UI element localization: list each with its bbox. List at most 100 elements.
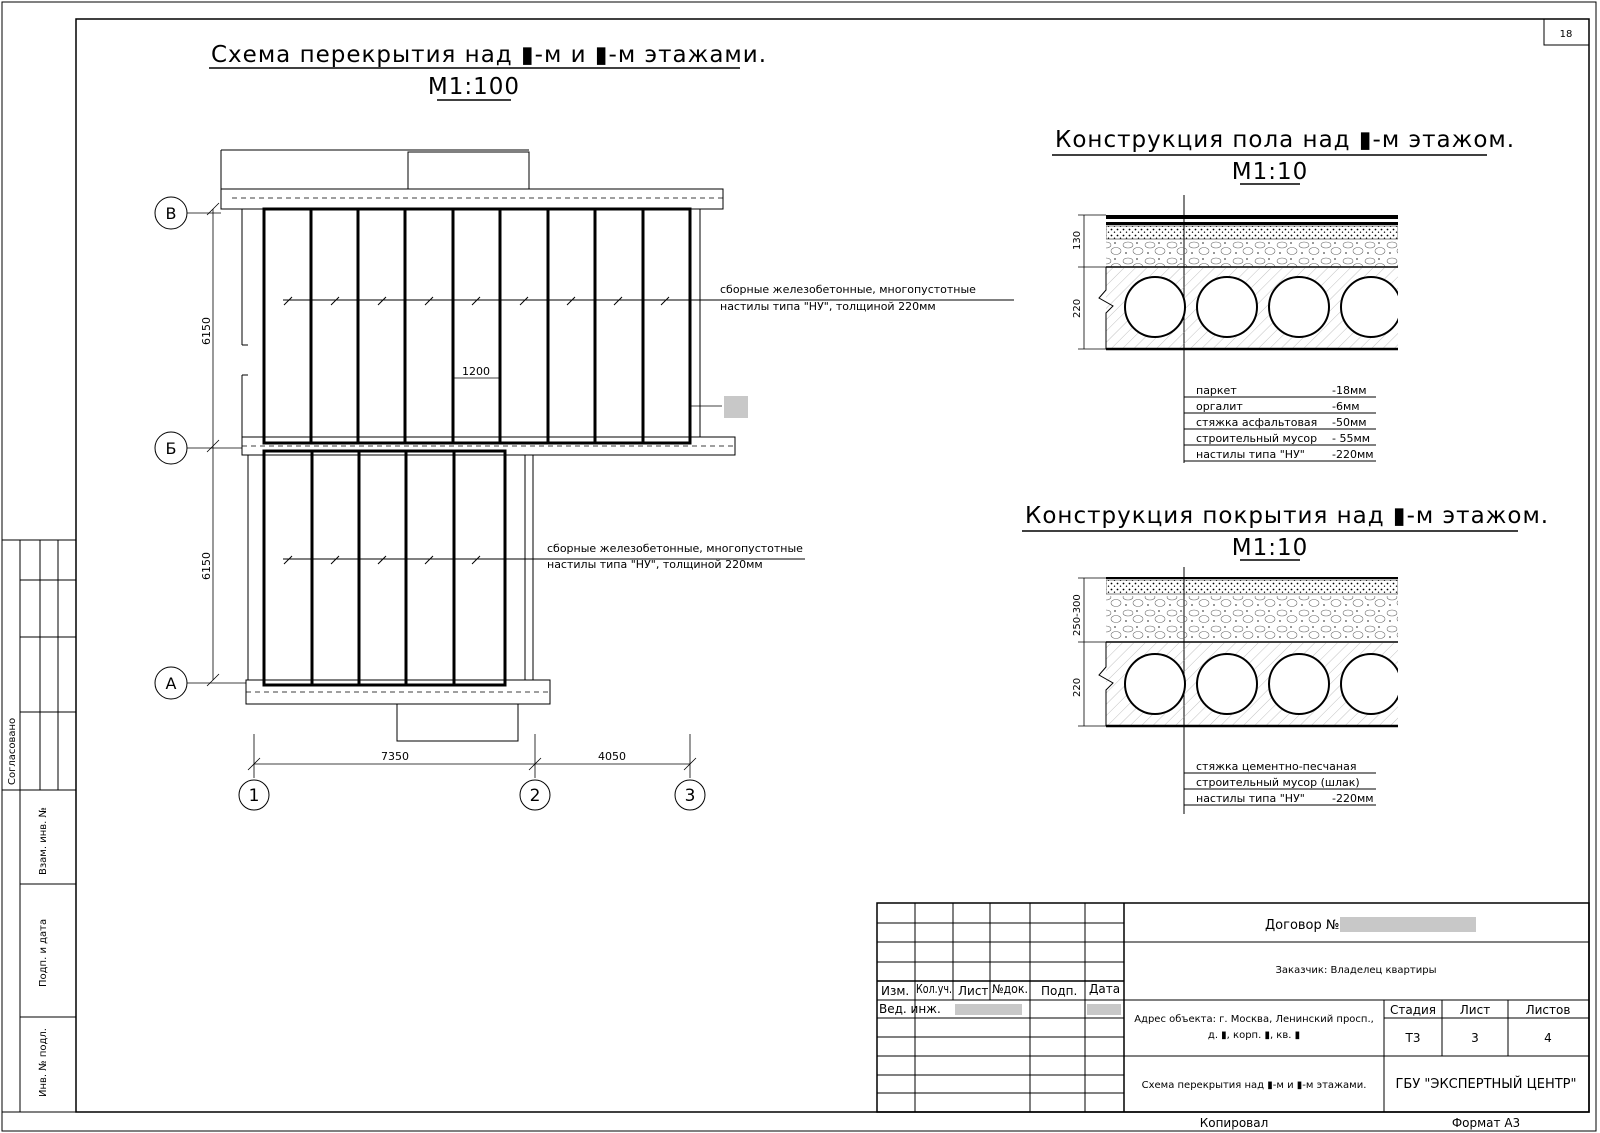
note-top-line1: сборные железобетонные, многопустотные: [720, 283, 976, 296]
floor-layer-name: строительный мусор: [1196, 432, 1317, 445]
floor-section: Конструкция пола над ▮-м этажом. М1:10 1…: [1052, 127, 1515, 463]
redaction-contract: [1340, 917, 1476, 932]
slab-joints: [283, 209, 670, 685]
sheet-value: 3: [1471, 1031, 1479, 1045]
slab-tick: [424, 555, 434, 565]
title-block-text: Изм. Кол.уч. Лист №док. Подп. Дата Вед. …: [879, 917, 1576, 1130]
slab-width-dimension: 1200: [462, 365, 490, 378]
note-bottom-line2: настилы типа "НУ", толщиной 220мм: [547, 558, 763, 571]
redaction-name: [955, 1004, 1022, 1015]
sheets-label: Листов: [1526, 1003, 1571, 1017]
floor-layer-name: паркет: [1196, 384, 1237, 397]
axis-row-v: В: [154, 196, 221, 230]
axis-col-2: 2: [519, 779, 551, 811]
col-koluch: Кол.уч.: [916, 982, 952, 996]
horizontal-dimension: [247, 734, 697, 778]
stage-value: Т3: [1405, 1031, 1421, 1045]
sheet-label: Лист: [1460, 1003, 1490, 1017]
col-ndok: №док.: [992, 982, 1028, 996]
note-top-line2: настилы типа "НУ", толщиной 220мм: [720, 300, 936, 313]
roof-hollow-cores: [1124, 653, 1402, 715]
plan-title: Схема перекрытия над ▮-м и ▮-м этажами.: [211, 42, 767, 68]
floor-section-scale: М1:10: [1232, 159, 1309, 185]
redaction-plan: [724, 396, 748, 418]
slab-tick: [660, 296, 670, 306]
slab-tick: [566, 296, 576, 306]
roof-dim-top: 250-300: [1072, 594, 1083, 636]
dim-h-left: 7350: [381, 750, 409, 763]
note-bottom-line1: сборные железобетонные, многопустотные: [547, 542, 803, 555]
stage-label: Стадия: [1390, 1003, 1436, 1017]
floor-section-title: Конструкция пола над ▮-м этажом.: [1055, 127, 1515, 153]
svg-text:В: В: [166, 204, 177, 223]
axis-row-b: Б: [154, 431, 242, 465]
slab-tick: [424, 296, 434, 306]
agreed-label: Согласовано: [7, 718, 18, 785]
col-izm: Изм.: [881, 984, 909, 998]
axis-col-1: 1: [238, 779, 270, 811]
slab-field-top: [262, 207, 692, 445]
dim-h-right: 4050: [598, 750, 626, 763]
slab-tick: [377, 555, 387, 565]
organization: ГБУ "ЭКСПЕРТНЫЙ ЦЕНТР": [1396, 1076, 1577, 1092]
floor-dim-top: 130: [1072, 231, 1083, 250]
slab-tick: [471, 555, 481, 565]
col-podp: Подп.: [1041, 984, 1077, 998]
side-stamp: Согласовано Взам. инв. № Подп. и дата Ин…: [1, 539, 77, 1113]
svg-text:2: 2: [530, 786, 541, 806]
slab-tick: [471, 296, 481, 306]
roof-section-scale: М1:10: [1232, 535, 1309, 561]
format-label: Формат А3: [1452, 1116, 1520, 1130]
col-data: Дата: [1089, 982, 1120, 996]
copied-label: Копировал: [1200, 1116, 1269, 1130]
redaction-date: [1087, 1004, 1121, 1015]
roof-section-title: Конструкция покрытия над ▮-м этажом.: [1025, 503, 1549, 529]
vzam-label: Взам. инв. №: [38, 807, 49, 875]
slab-tick: [283, 555, 293, 565]
axis-row-a: А: [154, 666, 246, 700]
sheet-number-box: [1543, 18, 1590, 46]
slab-tick: [330, 296, 340, 306]
inv-podl-label: Инв. № подл.: [38, 1028, 49, 1097]
sheets-value: 4: [1544, 1031, 1552, 1045]
svg-text:Б: Б: [166, 439, 177, 458]
svg-text:3: 3: [685, 786, 696, 806]
drawing-name: Схема перекрытия над ▮-м и ▮-м этажами.: [1142, 1080, 1367, 1091]
slab-tick: [377, 296, 387, 306]
dashed-supports: [232, 197, 735, 693]
slab-field-bottom: [262, 449, 507, 687]
svg-text:А: А: [166, 674, 177, 693]
floor-layer-thickness: - 55мм: [1332, 432, 1370, 445]
floor-layer-name: стяжка асфальтовая: [1196, 416, 1317, 429]
plan-walls: [220, 149, 736, 742]
title-block: [876, 902, 1590, 1113]
sheet-number: 18: [1560, 29, 1573, 40]
floor-layer-thickness: -220мм: [1332, 448, 1374, 461]
floor-layer-name: настилы типа "НУ": [1196, 448, 1305, 461]
floor-layer-name: оргалит: [1196, 400, 1243, 413]
floor-plan: Схема перекрытия над ▮-м и ▮-м этажами. …: [154, 42, 1014, 811]
inner-frame: [75, 18, 1590, 1113]
slab-tick: [613, 296, 623, 306]
roof-layer-name: стяжка цементно-песчаная: [1196, 760, 1356, 773]
plan-scale: М1:100: [428, 74, 520, 100]
ved-inzh-label: Вед. инж.: [879, 1002, 941, 1016]
address-line1: Адрес объекта: г. Москва, Ленинский прос…: [1134, 1014, 1374, 1025]
floor-layer-thickness: -50мм: [1332, 416, 1367, 429]
floor-dim-bottom: 220: [1072, 299, 1083, 318]
dim-v-bottom: 6150: [200, 552, 213, 580]
floor-hollow-cores: [1124, 276, 1402, 338]
address-line2: д. ▮, корп. ▮, кв. ▮: [1208, 1030, 1300, 1041]
slab-tick: [283, 296, 293, 306]
podp-data-label: Подп. и дата: [38, 919, 49, 987]
floor-layer-thickness: -18мм: [1332, 384, 1367, 397]
vertical-dimension: [206, 202, 220, 687]
customer-label: Заказчик: Владелец квартиры: [1276, 965, 1437, 976]
dim-v-top: 6150: [200, 317, 213, 345]
contract-label: Договор №: [1265, 918, 1339, 933]
axis-col-3: 3: [674, 779, 706, 811]
